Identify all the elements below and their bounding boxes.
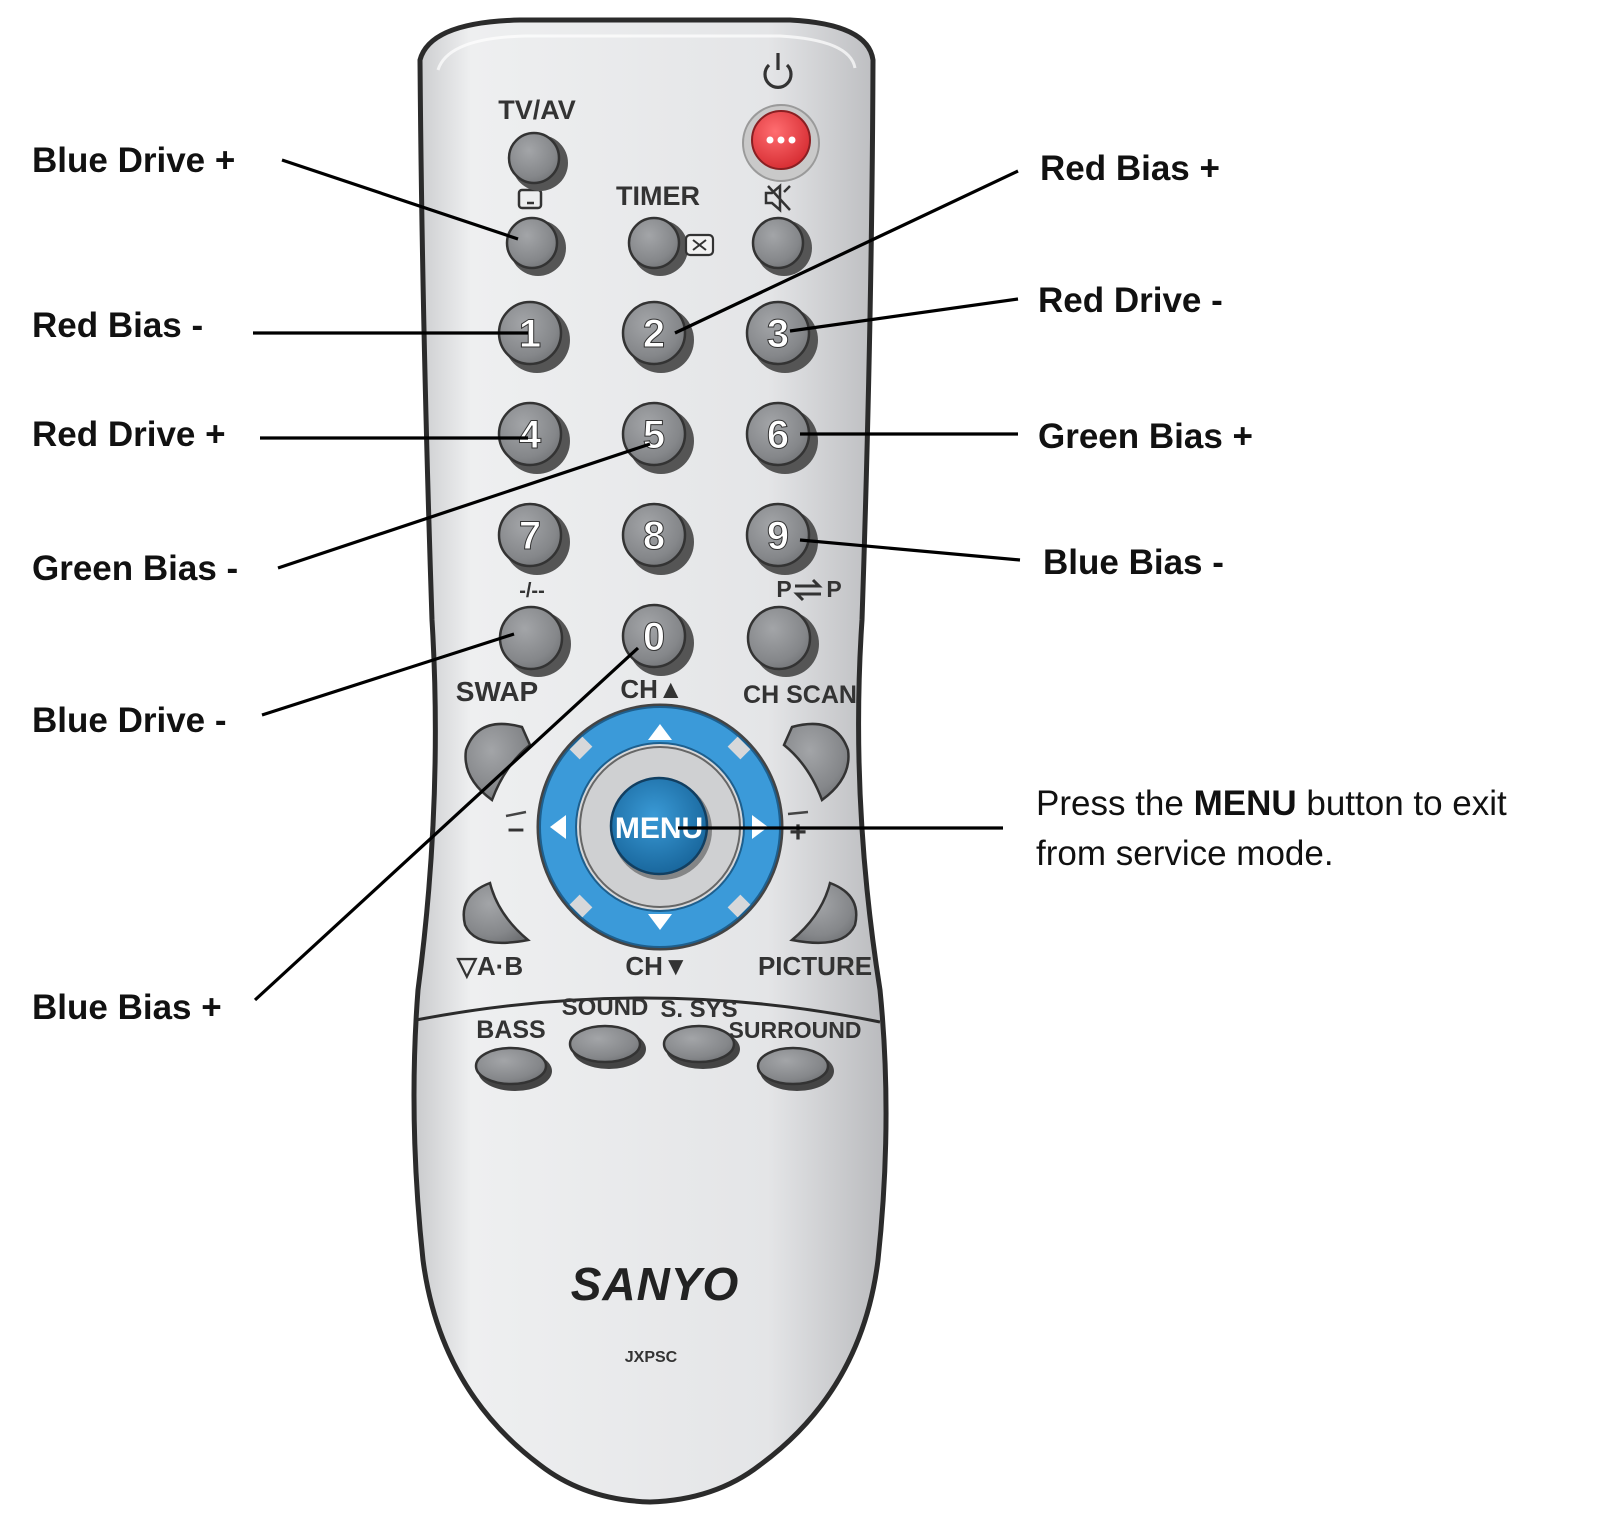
surround-label: SURROUND (729, 1017, 862, 1043)
digit-7-button[interactable]: 7 (497, 502, 570, 575)
digit-1-button[interactable]: 1 (497, 300, 570, 373)
pp-right-label: P (826, 576, 841, 602)
bass-button[interactable] (474, 1046, 552, 1091)
digit-8-button[interactable]: 8 (621, 502, 694, 575)
volume-plus-mark: + (787, 810, 809, 849)
subtitle-button[interactable] (505, 216, 566, 276)
mute-button[interactable] (751, 216, 812, 276)
dash-button[interactable] (498, 605, 571, 677)
digit-9-button[interactable]: 9 (745, 502, 818, 575)
ch-scan-label: CH SCAN (743, 681, 857, 709)
mute-icon (764, 183, 791, 213)
dash-label: -/-- (519, 580, 545, 602)
digit-label: 0 (643, 615, 665, 659)
callout-blue-bias-plus: Blue Bias + (32, 988, 222, 1027)
s-sys-button[interactable] (662, 1024, 740, 1069)
picture-label: PICTURE (758, 951, 872, 981)
power-dot (777, 136, 785, 144)
picture-button[interactable] (789, 881, 858, 945)
leader-lines (253, 158, 1021, 1002)
digit-label: 8 (643, 514, 665, 558)
subtitle-icon (517, 188, 543, 210)
digit-label: 1 (519, 312, 541, 356)
callout-red-bias-plus: Red Bias + (1040, 149, 1220, 188)
pp-left-label: P (776, 576, 791, 602)
digit-label: 4 (519, 413, 542, 457)
callout-blue-bias-minus: Blue Bias - (1043, 543, 1224, 582)
ex-box-icon (684, 233, 715, 257)
digit-2-button[interactable]: 2 (621, 300, 694, 373)
timer-button[interactable] (627, 216, 688, 276)
swap-label: SWAP (456, 676, 538, 707)
tv-av-button[interactable] (507, 131, 568, 191)
ch-up-button[interactable] (648, 724, 672, 740)
volume-down-button[interactable] (550, 815, 566, 839)
leader-blue-bias-minus (799, 538, 1021, 562)
digit-0-button[interactable]: 0 (621, 603, 694, 676)
ch-down-button[interactable] (648, 914, 672, 930)
s-sys-label: S. SYS (660, 996, 737, 1023)
left-arrow-icon (550, 815, 566, 839)
instruction-post: button to exit (1297, 784, 1507, 823)
up-arrow-icon (648, 724, 672, 740)
ch-scan-button[interactable] (782, 722, 850, 802)
swap-arrows-icon (793, 578, 823, 602)
leader-blue-bias-plus (253, 646, 640, 1002)
leader-red-drive-minus (789, 297, 1019, 333)
callout-blue-drive-minus: Blue Drive - (32, 701, 227, 740)
pp-button[interactable] (746, 605, 819, 677)
instruction-line-2: from service mode. (1036, 834, 1334, 873)
power-button[interactable] (742, 104, 820, 182)
model-label: JXPSC (625, 1349, 678, 1366)
power-dot (788, 136, 796, 144)
volume-minus-mark: – (505, 810, 527, 845)
digit-6-button[interactable]: 6 (745, 401, 818, 474)
callout-blue-drive-plus: Blue Drive + (32, 141, 235, 180)
sound-button[interactable] (568, 1024, 646, 1069)
ch-down-label: CH▼ (625, 951, 688, 981)
callout-red-bias-minus: Red Bias - (32, 306, 203, 345)
instruction-menu-bold: MENU (1194, 784, 1297, 823)
leader-blue-drive-plus (281, 158, 519, 241)
leader-blue-drive-minus (261, 632, 515, 717)
callout-red-drive-plus: Red Drive + (32, 415, 226, 454)
timer-label: TIMER (616, 181, 700, 211)
ab-button[interactable] (462, 881, 531, 945)
digit-3-button[interactable]: 3 (745, 300, 818, 373)
digit-label: 2 (643, 312, 665, 356)
instruction-pre: Press the (1036, 784, 1194, 823)
digit-label: 5 (643, 413, 665, 457)
svg-text:–: – (508, 812, 525, 845)
instruction-line-1: Press the MENU button to exit (1036, 784, 1507, 823)
remote-body-highlight (436, 34, 857, 71)
leader-red-bias-plus (674, 169, 1019, 335)
callout-green-bias-plus: Green Bias + (1038, 417, 1253, 456)
digit-label: 7 (519, 514, 541, 558)
surround-button[interactable] (756, 1046, 834, 1091)
power-dot (766, 136, 774, 144)
bass-label: BASS (476, 1016, 545, 1044)
digit-4-button[interactable]: 4 (497, 401, 570, 474)
leader-green-bias-minus (277, 442, 651, 570)
callout-green-bias-minus: Green Bias - (32, 549, 238, 588)
digit-label: 3 (767, 312, 789, 356)
down-arrow-icon (648, 914, 672, 930)
sound-label: SOUND (562, 994, 649, 1021)
digit-label: 9 (767, 514, 789, 558)
remote-divider (415, 996, 881, 1024)
callout-red-drive-minus: Red Drive - (1038, 281, 1223, 320)
brand-logo: SANYO (571, 1258, 740, 1310)
digit-label: 6 (767, 413, 789, 457)
svg-text:+: + (789, 816, 807, 849)
tv-av-label: TV/AV (498, 95, 576, 125)
ab-label: ▽A·B (456, 951, 523, 981)
power-icon (763, 53, 793, 89)
ch-up-label: CH▲ (620, 674, 683, 704)
